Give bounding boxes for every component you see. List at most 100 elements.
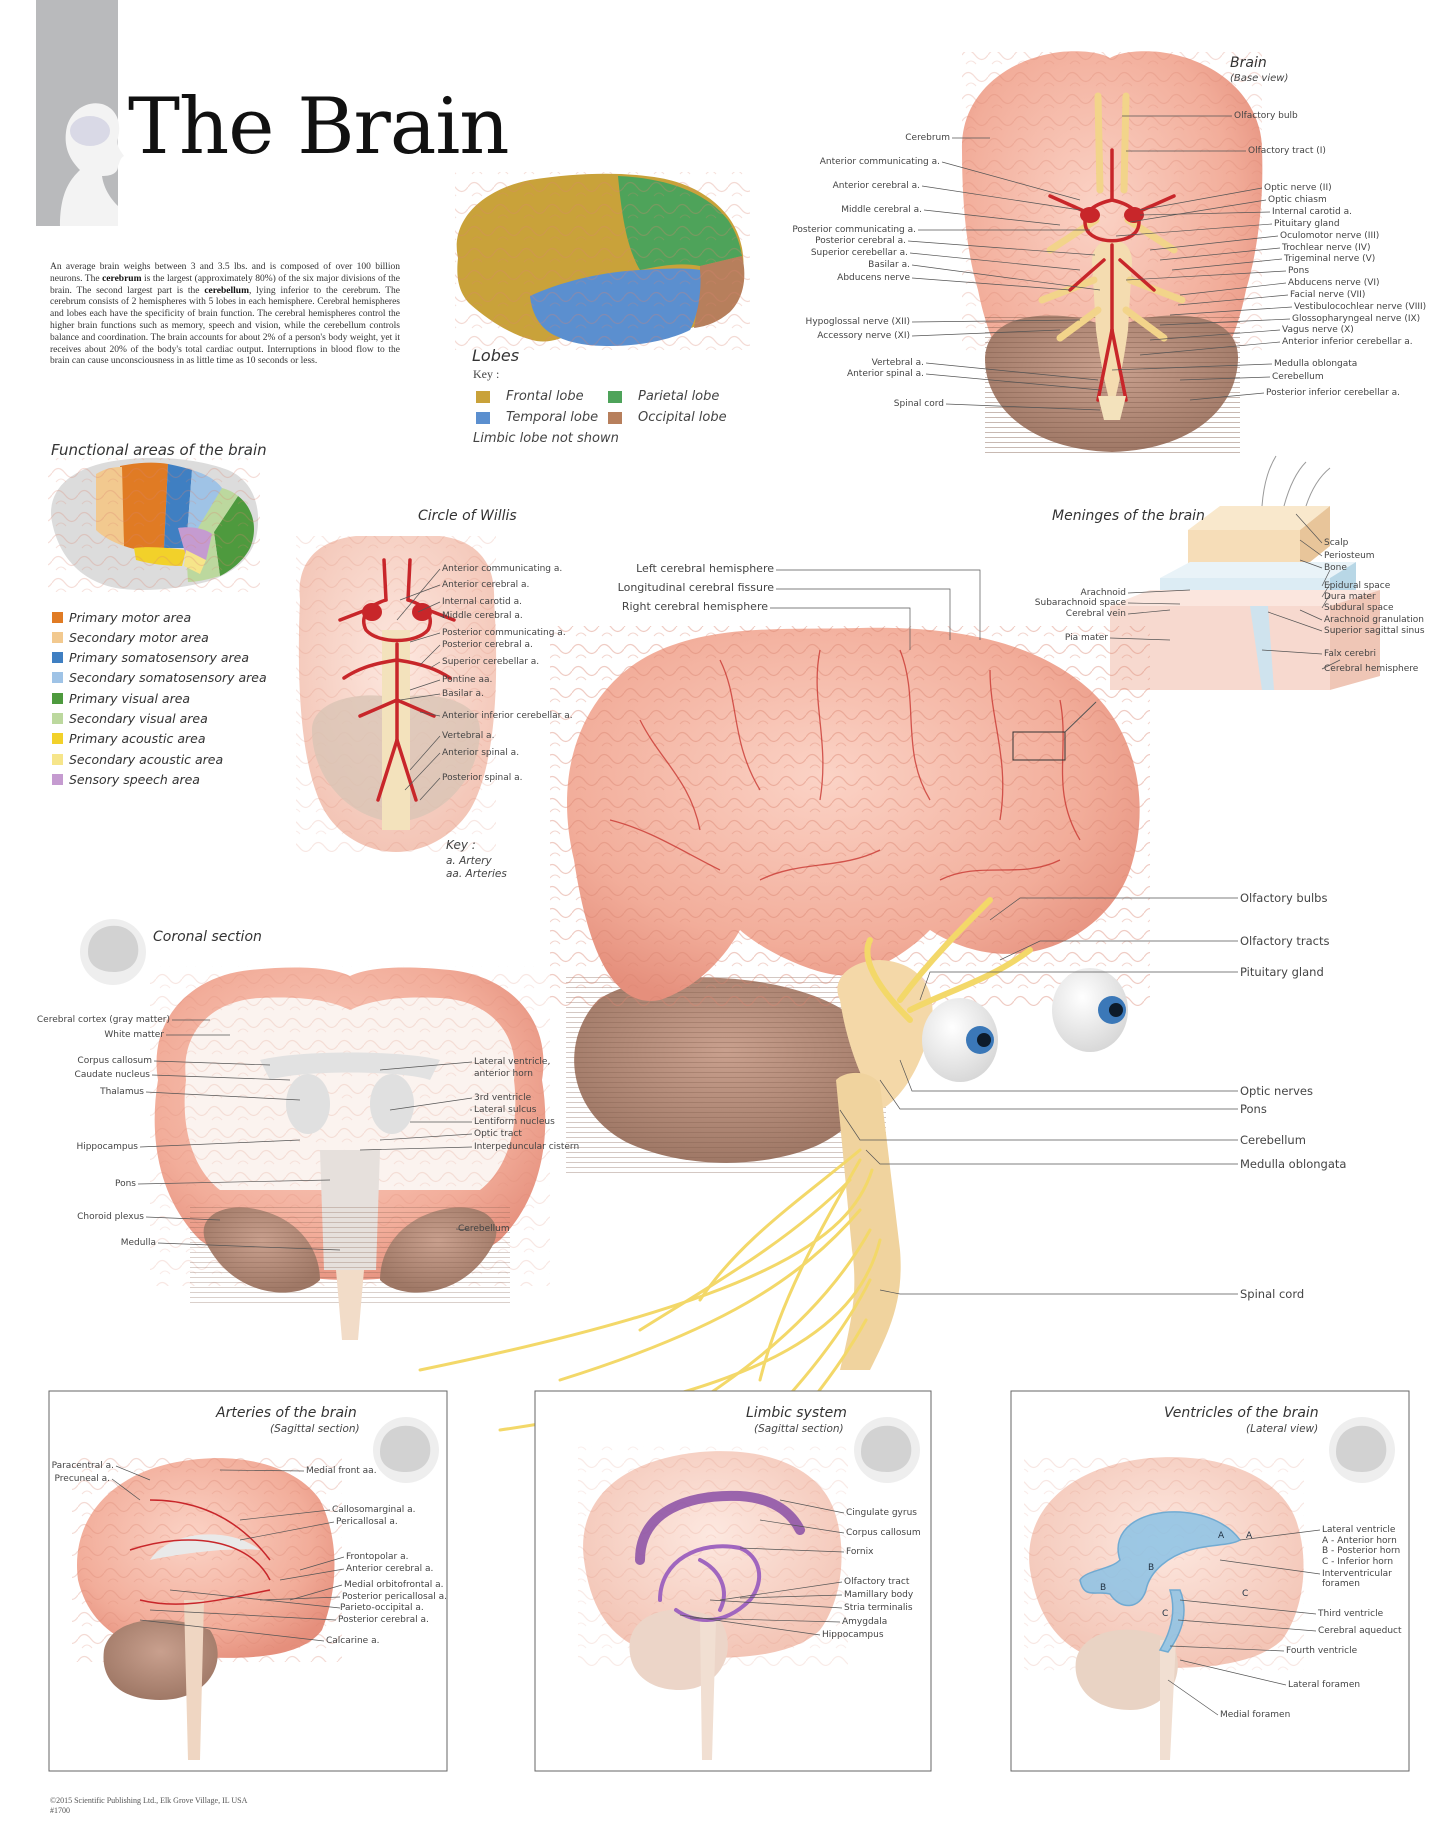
arteries-right-label: Posterior cerebral a. <box>338 1615 429 1625</box>
base-view-right-label: Oculomotor nerve (III) <box>1280 231 1380 241</box>
functional-legend-label: Secondary visual area <box>69 711 208 726</box>
base-view-left-label: Posterior communicating a. <box>792 225 916 235</box>
coronal-left-label: Caudate nucleus <box>74 1070 150 1080</box>
main-right-label: Olfactory bulbs <box>1240 891 1328 905</box>
ventricles-right-label: B - Posterior horn <box>1322 1546 1401 1556</box>
willis-label: Superior cerebellar a. <box>442 657 540 667</box>
lobe-label-temporal: Temporal lobe <box>506 410 599 425</box>
base-view-left-label: Superior cerebellar a. <box>810 248 908 258</box>
coronal-right-label: Lateral ventricle, <box>474 1057 551 1067</box>
base-view-right-label: Medulla oblongata <box>1274 359 1358 369</box>
copyright-line-1: ©2015 Scientific Publishing Ltd., Elk Gr… <box>50 1796 248 1805</box>
arteries-left-label: Paracentral a. <box>51 1461 114 1471</box>
limbic-right-label: Mamillary body <box>844 1590 914 1600</box>
limbic-system-illustration <box>578 1417 920 1760</box>
coronal-left-label: Choroid plexus <box>77 1212 144 1222</box>
ventricle-letter-marker: A <box>1246 1531 1253 1541</box>
meninges-title: Meninges of the brain <box>1052 508 1205 524</box>
coronal-left-label: White matter <box>104 1030 164 1040</box>
functional-legend-label: Primary motor area <box>69 609 192 625</box>
base-view-right-label: Optic chiasm <box>1268 195 1327 205</box>
ventricles-right-label: A - Anterior horn <box>1322 1536 1397 1546</box>
meninges-right-label: Cerebral hemisphere <box>1324 664 1419 674</box>
arteries-right-label: Posterior pericallosal a. <box>342 1592 447 1602</box>
functional-legend-label: Secondary motor area <box>69 629 209 645</box>
coronal-left-label: Pons <box>114 1179 136 1189</box>
lobe-swatch-frontal <box>476 391 490 403</box>
ventricle-letter-marker: C <box>1242 1589 1249 1599</box>
willis-label: Posterior cerebral a. <box>442 640 533 650</box>
functional-legend-swatch <box>52 733 63 745</box>
ventricles-illustration <box>1024 1417 1395 1760</box>
lobes-key-label: Key : <box>473 367 500 381</box>
lobe-swatch-temporal <box>476 412 490 424</box>
intro-text-3: , lying inferior to the cerebrum. The ce… <box>50 285 400 367</box>
limbic-right-label: Corpus callosum <box>846 1528 921 1538</box>
limbic-subtitle: (Sagittal section) <box>754 1423 844 1435</box>
functional-legend-item: Secondary acoustic area <box>52 750 223 768</box>
base-view-right-label: Cerebellum <box>1272 372 1324 382</box>
meninges-left-label: Pia mater <box>1064 633 1108 643</box>
ventricles-right-label: Lateral ventricle <box>1322 1525 1396 1535</box>
meninges-right-label: Periosteum <box>1324 551 1375 561</box>
lobe-label-parietal: Parietal lobe <box>638 389 720 404</box>
coronal-left-label: Cerebral cortex (gray matter) <box>36 1015 170 1025</box>
intro-paragraph: An average brain weighs between 3 and 3.… <box>50 262 400 368</box>
intro-text-2: is the largest (approximately 80%) of th… <box>50 273 400 296</box>
base-view-right-label: Facial nerve (VII) <box>1290 290 1366 300</box>
base-view-right-label: Trochlear nerve (IV) <box>1282 243 1371 253</box>
coronal-right-label: 3rd ventricle <box>474 1093 532 1103</box>
willis-key-artery: a. Artery <box>446 855 492 867</box>
base-view-right-label: Olfactory bulb <box>1234 111 1298 121</box>
ventricles-right-label: foramen <box>1322 1579 1360 1589</box>
functional-legend-item: Secondary visual area <box>52 710 208 728</box>
arteries-right-label: Pericallosal a. <box>336 1517 398 1527</box>
functional-legend-label: Secondary acoustic area <box>69 751 224 767</box>
base-view-right-label: Olfactory tract (I) <box>1248 146 1326 156</box>
ventricles-title: Ventricles of the brain <box>1164 1405 1319 1421</box>
base-view-right-label: Abducens nerve (VI) <box>1288 278 1380 288</box>
meninges-right-label: Dura mater <box>1324 592 1376 602</box>
intro-cerebellum: cerebellum <box>204 285 249 296</box>
circle-of-willis-illustration <box>296 536 497 852</box>
base-view-left-label: Middle cerebral a. <box>841 205 922 215</box>
limbic-right-label: Amygdala <box>842 1617 888 1627</box>
base-view-left-label: Abducens nerve <box>837 273 910 283</box>
functional-legend-item: Primary visual area <box>52 689 190 707</box>
willis-label: Anterior communicating a. <box>442 564 563 574</box>
coronal-section-illustration <box>80 919 550 1340</box>
limbic-right-label: Stria terminalis <box>844 1603 913 1613</box>
functional-legend-item: Secondary motor area <box>52 628 209 646</box>
meninges-illustration <box>1110 455 1380 690</box>
ventricles-right-label: Lateral foramen <box>1288 1680 1361 1690</box>
ventricle-letter-marker: A <box>1218 1531 1225 1541</box>
lobes-title: Lobes <box>472 346 520 365</box>
limbic-right-label: Fornix <box>846 1547 874 1557</box>
functional-legend-swatch <box>52 672 63 684</box>
base-view-left-label: Accessory nerve (XI) <box>817 331 910 341</box>
main-right-label: Cerebellum <box>1240 1133 1306 1147</box>
ventricles-subtitle: (Lateral view) <box>1246 1423 1319 1435</box>
ventricle-letter-marker: C <box>1162 1609 1169 1619</box>
lobe-swatch-occipital <box>608 412 622 424</box>
arteries-right-label: Parieto-occipital a. <box>340 1603 424 1613</box>
base-view-left-label: Hypoglossal nerve (XII) <box>805 317 910 327</box>
base-view-subtitle: (Base view) <box>1230 73 1289 84</box>
base-view-right-label: Glossopharyngeal nerve (IX) <box>1292 314 1421 324</box>
arteries-right-label: Calcarine a. <box>326 1636 380 1646</box>
willis-label: Anterior inferior cerebellar a. <box>442 711 573 721</box>
ventricles-right-label: Third ventricle <box>1318 1609 1384 1619</box>
ventricles-right-label: Interventricular <box>1322 1569 1392 1579</box>
functional-areas-brain-illustration <box>48 457 260 592</box>
meninges-right-label: Scalp <box>1324 538 1349 548</box>
functional-title: Functional areas of the brain <box>51 441 267 459</box>
arteries-right-label: Callosomarginal a. <box>332 1505 416 1515</box>
willis-label: Internal carotid a. <box>442 597 522 607</box>
functional-legend-item: Primary motor area <box>52 608 191 626</box>
coronal-left-label: Medulla <box>120 1238 156 1248</box>
intro-cerebrum: cerebrum <box>102 273 142 284</box>
page-title: The Brain <box>128 82 510 172</box>
main-right-label: Optic nerves <box>1240 1084 1313 1098</box>
functional-legend-swatch <box>52 692 63 704</box>
ventricles-right-label: C - Inferior horn <box>1322 1557 1394 1567</box>
